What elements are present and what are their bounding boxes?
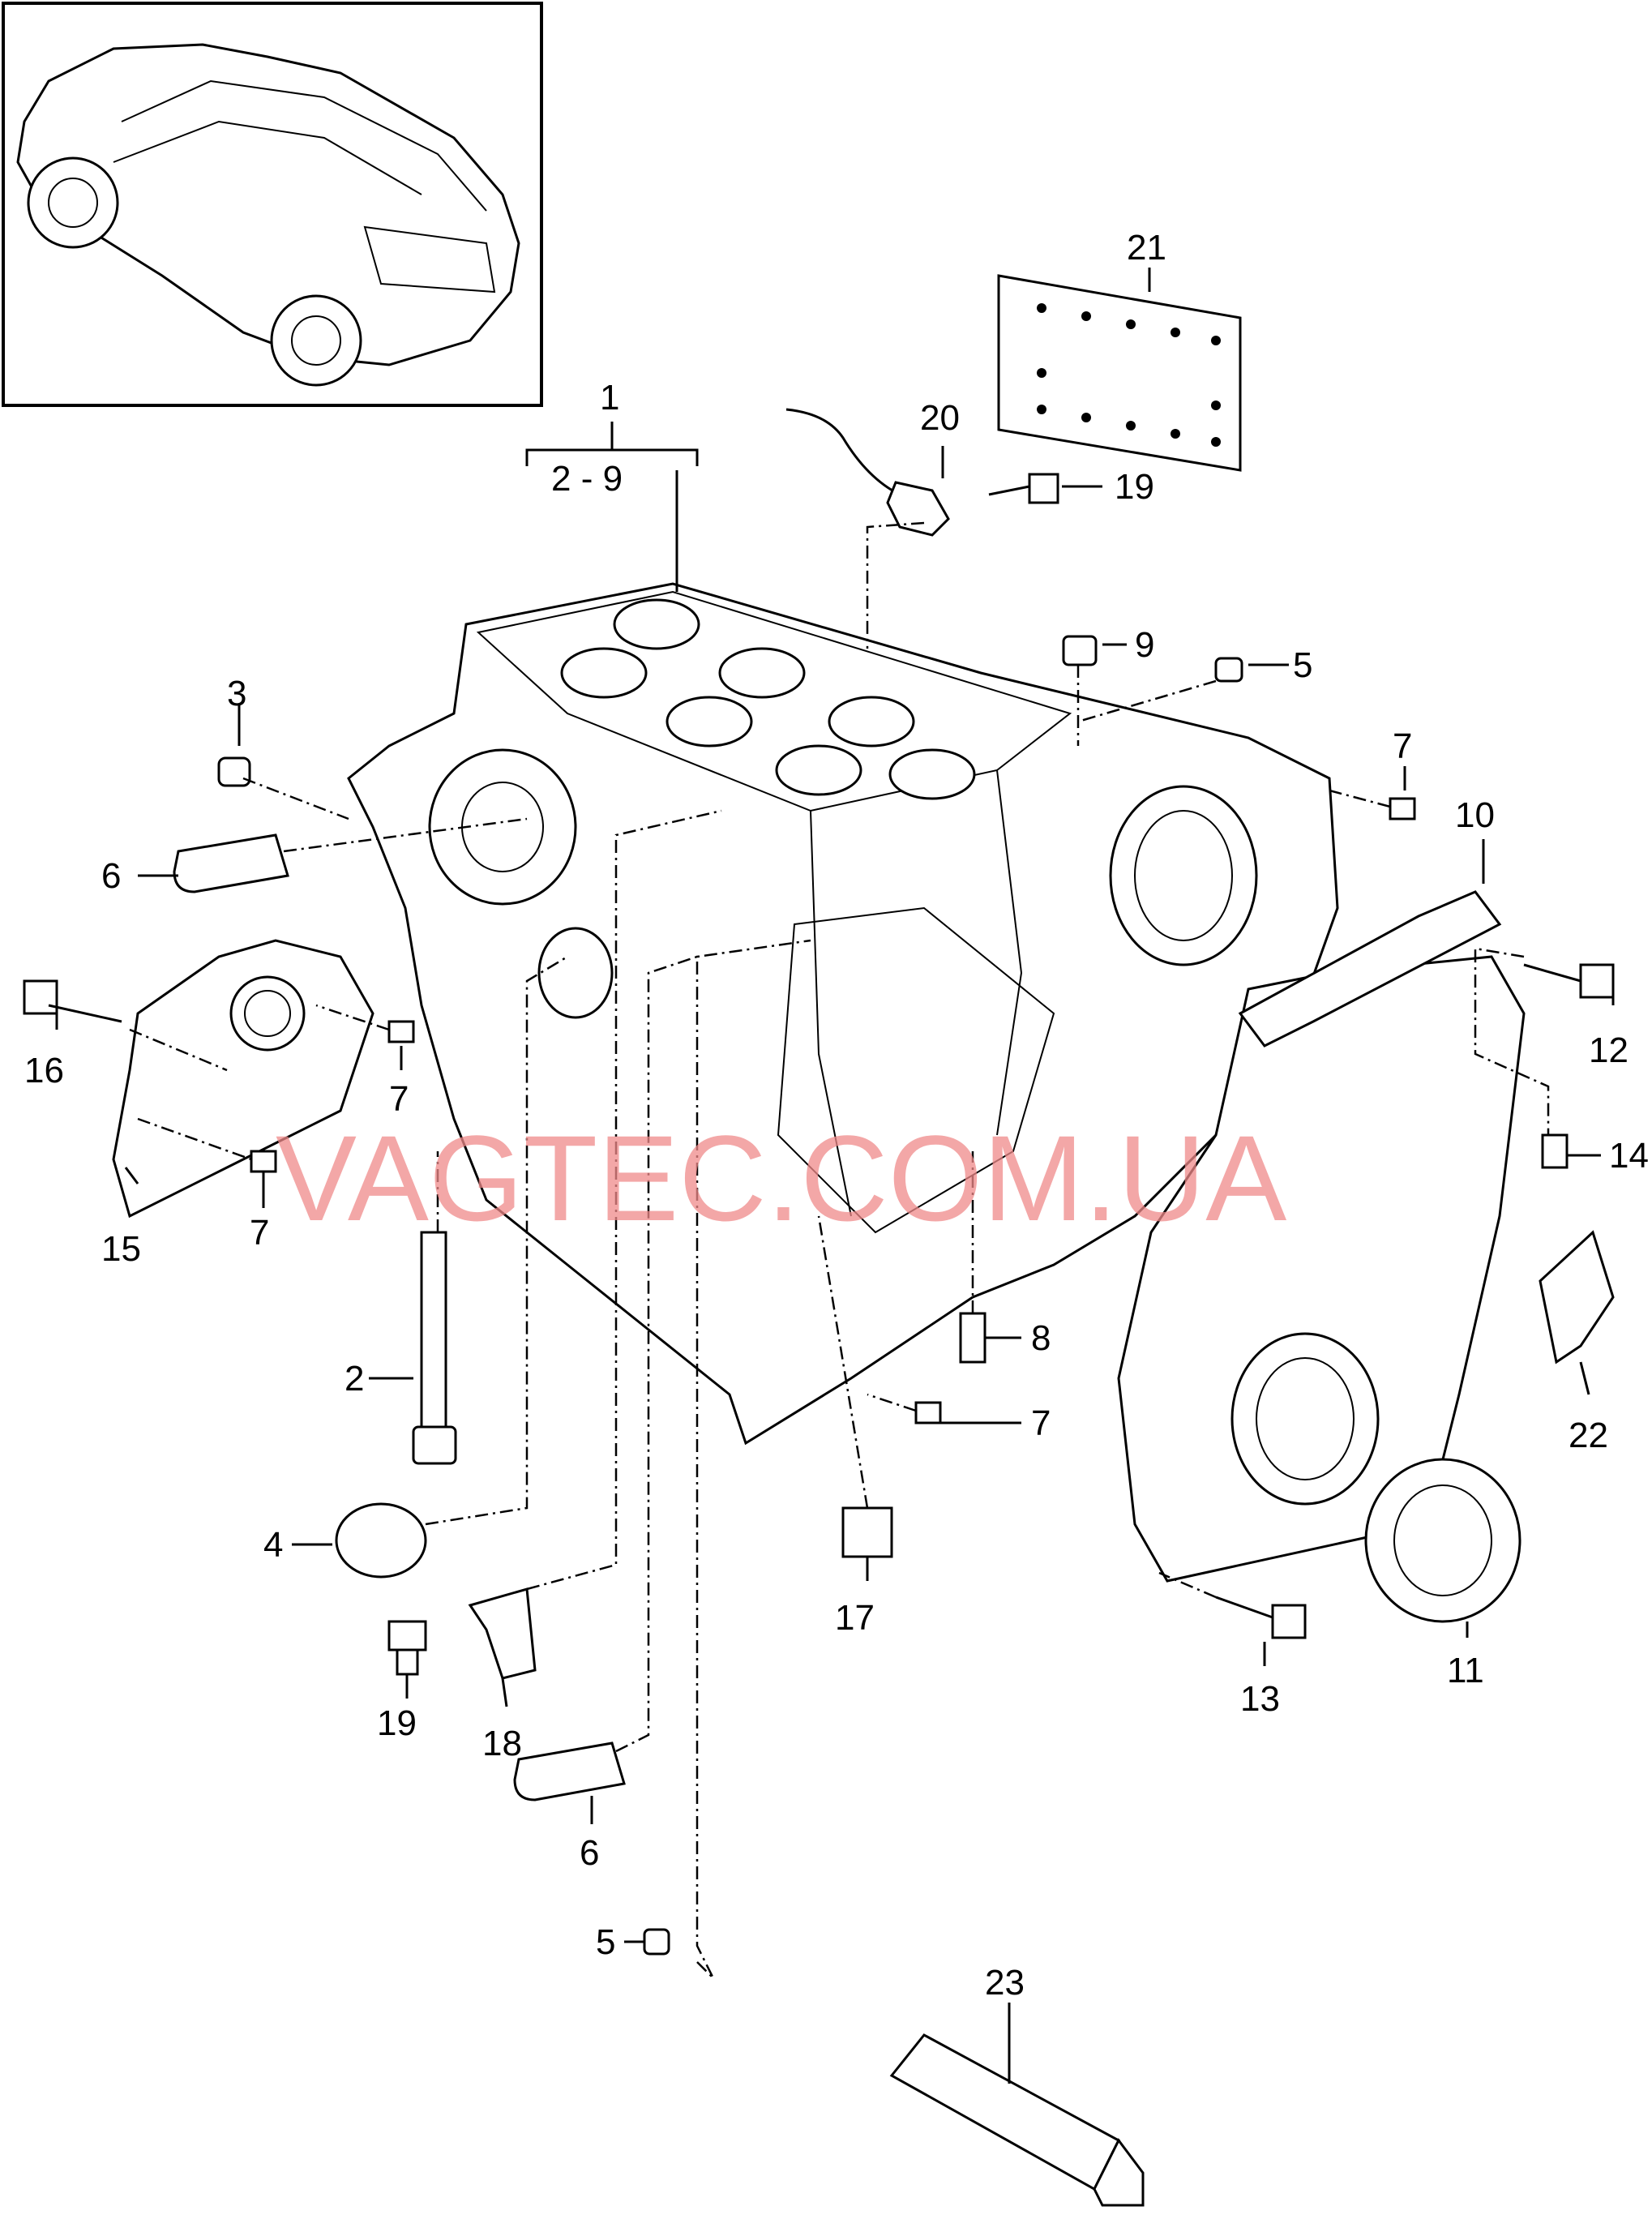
callout-19b: 19	[377, 1703, 417, 1743]
callout-labels: 1 2 - 9 2 3 4 5 5 6 6 7 7 7 7 8 9 10 11 …	[24, 228, 1649, 2003]
callout-4: 4	[263, 1525, 283, 1565]
callout-5b: 5	[596, 1922, 615, 1962]
callout-9: 9	[1135, 625, 1154, 665]
callout-17: 17	[835, 1598, 875, 1638]
callout-7b: 7	[389, 1079, 409, 1119]
callout-6b: 6	[580, 1833, 599, 1873]
callout-14: 14	[1609, 1136, 1649, 1176]
callout-7a: 7	[1393, 726, 1412, 766]
callout-18: 18	[482, 1724, 522, 1763]
callout-13: 13	[1240, 1679, 1280, 1719]
callout-20: 20	[920, 398, 960, 438]
callout-10: 10	[1455, 795, 1495, 835]
callout-8: 8	[1031, 1318, 1051, 1358]
callout-21: 21	[1127, 228, 1166, 268]
callout-7c: 7	[250, 1213, 269, 1253]
small-parts	[23, 473, 1615, 1956]
callout-11: 11	[1447, 1651, 1484, 1690]
knock-sensor	[785, 408, 950, 537]
callout-2-9: 2 - 9	[551, 459, 623, 499]
leader-lines	[55, 268, 1615, 2084]
callout-1: 1	[600, 378, 619, 418]
callout-2: 2	[345, 1359, 364, 1399]
vehicle-thumbnail	[2, 2, 543, 407]
rear-seal-flange	[112, 939, 374, 1219]
callout-23: 23	[985, 1963, 1025, 2003]
callout-16: 16	[24, 1051, 64, 1090]
callout-12: 12	[1589, 1030, 1628, 1070]
callout-6a: 6	[101, 856, 121, 896]
callout-15: 15	[101, 1229, 141, 1269]
gasket-plate	[997, 274, 1242, 472]
engine-block	[347, 582, 1339, 1446]
timing-cover	[1117, 955, 1526, 1583]
callout-22: 22	[1569, 1416, 1608, 1455]
watermark: VAGTEC.COM.UA	[276, 1110, 1286, 1246]
sealant-tube	[889, 2033, 1145, 2207]
callout-7d: 7	[1031, 1403, 1051, 1443]
callout-3: 3	[227, 674, 246, 713]
callout-19a: 19	[1115, 467, 1154, 507]
callout-5a: 5	[1293, 645, 1312, 685]
